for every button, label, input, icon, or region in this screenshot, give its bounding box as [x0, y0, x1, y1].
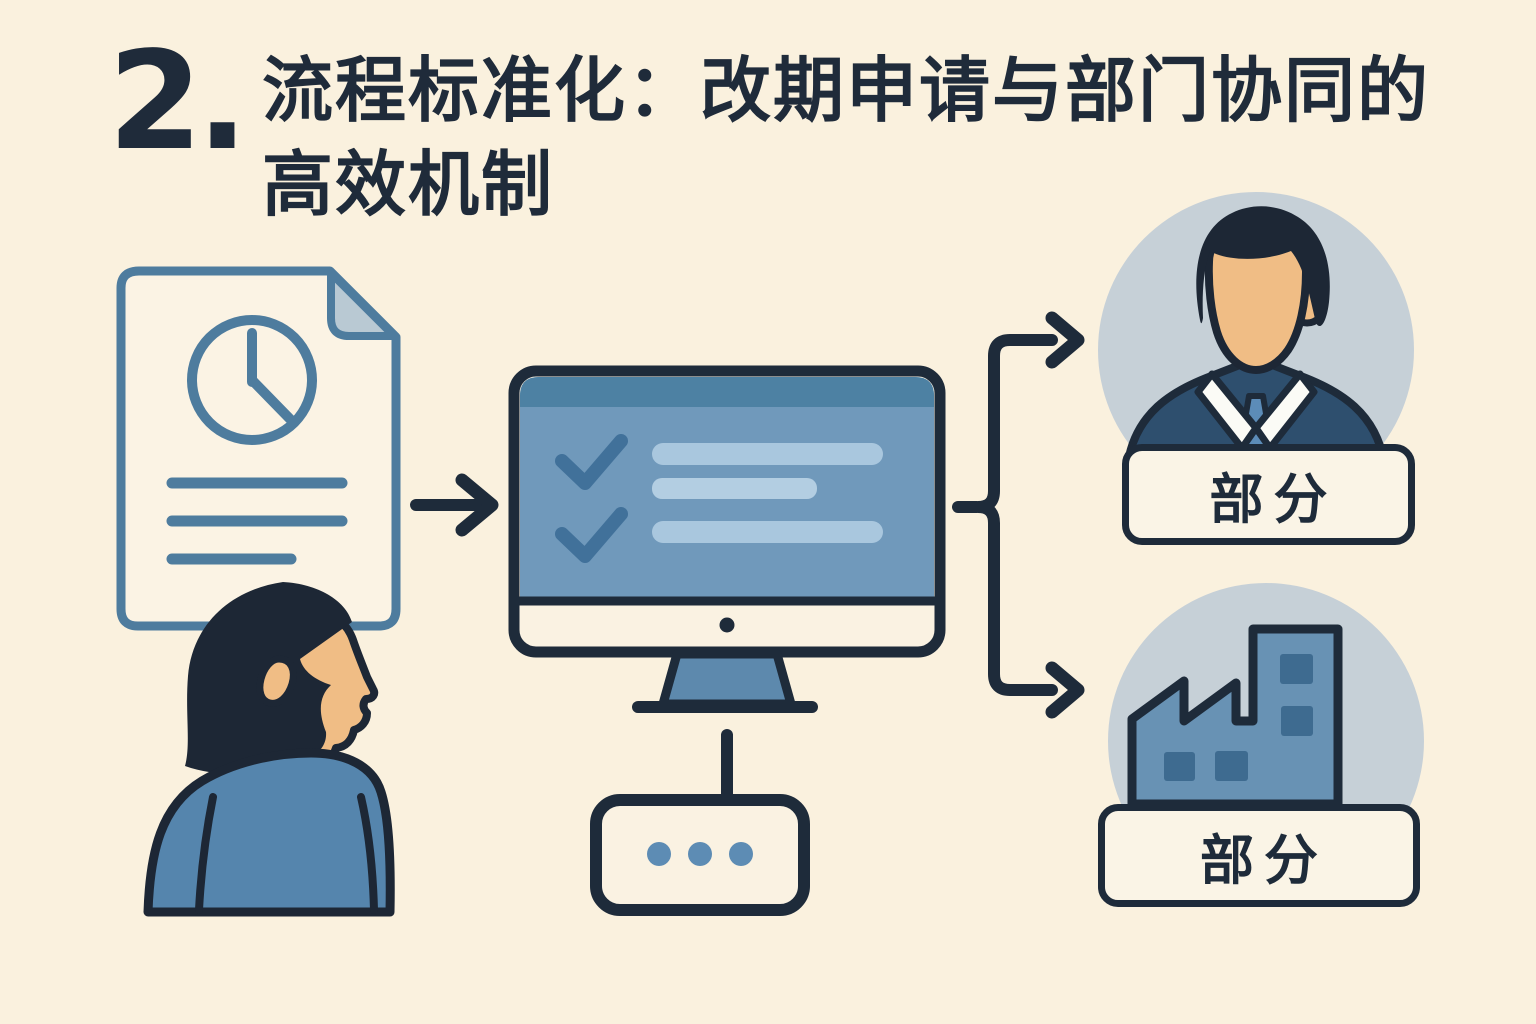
department-box-bottom: 部分 — [1098, 804, 1420, 907]
document-with-clock-icon — [116, 266, 401, 631]
brace-line — [977, 334, 1058, 696]
page-title: 流程标准化：改期申请与部门协同的 高效机制 — [262, 44, 1430, 232]
woman-ear — [256, 655, 297, 707]
clock-icon — [187, 315, 317, 445]
right-arrow-icon — [410, 473, 499, 537]
ellipsis-dots-box — [590, 729, 810, 916]
arrowhead-bottom — [1045, 661, 1085, 719]
ellipsis-dot — [729, 842, 753, 866]
title-line-1: 流程标准化：改期申请与部门协同的 — [262, 49, 1431, 132]
monitor-checklist-illustration — [508, 365, 946, 713]
title-line-2: 高效机制 — [262, 143, 555, 226]
ellipsis-dot — [647, 842, 671, 866]
factory-window — [1164, 752, 1195, 781]
woman-shirt — [143, 748, 395, 917]
screen-text-bar — [652, 521, 883, 543]
manager-hair — [1196, 206, 1330, 327]
document-page — [116, 266, 401, 631]
woman-shirt-seams — [195, 793, 378, 914]
factory-window — [1280, 654, 1313, 684]
factory-window — [1215, 751, 1248, 781]
document-fold-corner — [327, 269, 398, 340]
clock-hands — [247, 328, 295, 424]
monitor-base — [632, 701, 818, 713]
department-box-top-label: 部分 — [1209, 468, 1338, 531]
monitor-chin-dot — [719, 617, 735, 633]
factory-window — [1281, 706, 1313, 736]
title-number: 2. — [108, 23, 248, 181]
screen-text-bar — [652, 443, 883, 465]
arrowhead-top — [1045, 311, 1085, 369]
split-brace-arrows — [952, 311, 1085, 719]
woman-profile-illustration — [143, 582, 395, 917]
document-text-lines — [166, 477, 348, 565]
screen-topbar — [520, 377, 934, 407]
screen-text-bar — [652, 478, 817, 499]
monitor-stand — [658, 649, 796, 709]
checkmark-icon — [555, 507, 628, 563]
ellipsis-dot — [688, 842, 712, 866]
checkmark-icon — [555, 434, 628, 490]
department-box-top: 部分 — [1122, 444, 1415, 545]
department-box-bottom-label: 部分 — [1200, 829, 1328, 892]
